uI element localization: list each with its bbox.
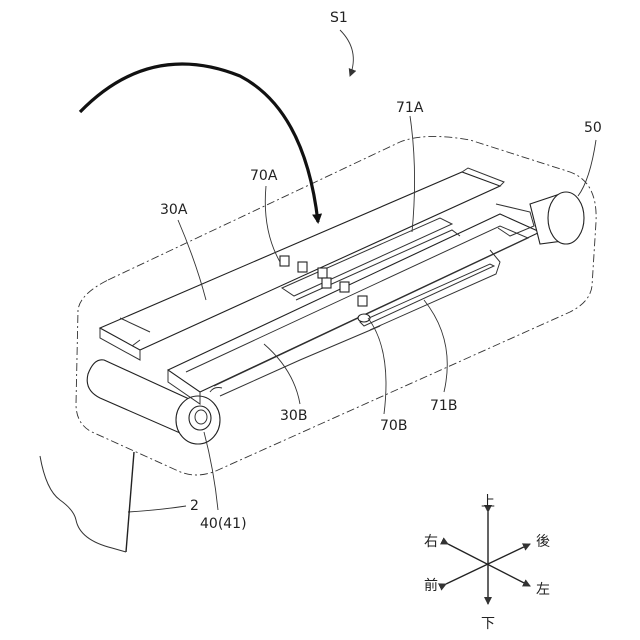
break-line	[40, 456, 126, 552]
direction-down: 下	[481, 616, 495, 632]
label-40: 40(41)	[200, 516, 247, 532]
stand-leg	[126, 452, 134, 552]
sensor-70b-body	[358, 296, 367, 306]
label-71b: 71B	[430, 398, 457, 414]
sensor-70a-5	[322, 278, 331, 288]
motor-50	[548, 192, 584, 244]
s1-indicator	[340, 30, 353, 76]
direction-front: 前	[424, 577, 438, 594]
rotation-arrow	[80, 64, 318, 222]
label-30b: 30B	[280, 408, 307, 424]
leader-71b	[424, 300, 447, 392]
sensor-70a-4	[340, 282, 349, 292]
sensor-70a-1	[280, 256, 289, 266]
direction-up: 上	[481, 494, 495, 510]
leader-50	[578, 140, 596, 196]
leader-70a	[265, 186, 280, 262]
direction-compass	[446, 512, 530, 604]
leader-2	[128, 506, 186, 512]
direction-left: 左	[536, 582, 550, 598]
label-71a: 71A	[396, 100, 424, 116]
leader-70b	[368, 318, 386, 414]
direction-back: 後	[536, 534, 550, 550]
label-70b: 70B	[380, 418, 407, 434]
sensor-70a-2	[298, 262, 307, 272]
label-50: 50	[584, 120, 602, 136]
label-30a: 30A	[160, 202, 188, 218]
label-70a: 70A	[250, 168, 278, 184]
label-2: 2	[190, 498, 199, 514]
label-s1: S1	[330, 10, 348, 26]
direction-right: 右	[424, 534, 438, 550]
sensor-70a-3	[318, 268, 327, 278]
